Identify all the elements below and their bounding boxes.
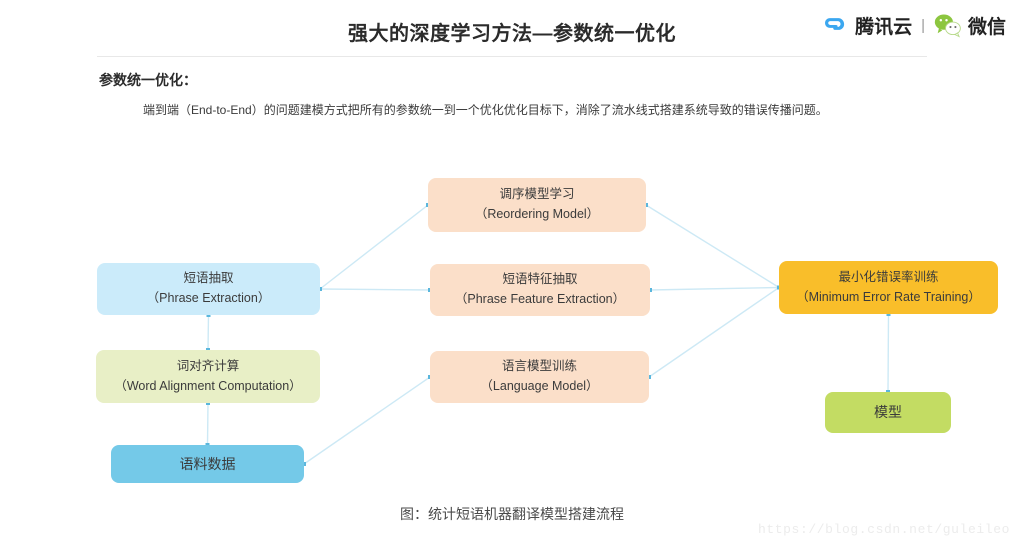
tencent-cloud-icon (823, 12, 849, 38)
flow-node-label-cn: 模型 (874, 404, 902, 420)
flow-node-label-en: （Word Alignment Computation） (114, 378, 302, 393)
figure-caption: 图：统计短语机器翻译模型搭建流程 (400, 506, 624, 522)
flow-node-label-en: （Minimum Error Rate Training） (796, 289, 981, 304)
flow-node-corpus-data[interactable]: 语料数据 (111, 445, 304, 483)
wechat-icon (934, 12, 962, 38)
connector-language-model-to-minimum-error-rate-training (648, 286, 780, 378)
flow-node-label-cn: 语料数据 (179, 455, 236, 472)
section-body-text: 端到端（End-to-End）的问题建模方式把所有的参数统一到一个优化优化目标下… (143, 103, 828, 117)
watermark: https://blog.csdn.net/guleileo (757, 522, 1010, 537)
flow-node-phrase-extraction[interactable]: 短语抽取 （Phrase Extraction） (97, 263, 320, 315)
connector-word-alignment-computation-to-phrase-extraction (207, 314, 210, 351)
brand-logos: 腾讯云 | 微信 (823, 10, 1006, 40)
flow-node-label-en: （Reordering Model） (474, 207, 600, 221)
flow-node-label-en: （Language Model） (480, 379, 599, 393)
connector-corpus-data-to-word-alignment-computation (206, 402, 209, 446)
page-header: 强大的深度学习方法—参数统一优化 腾讯云 | 微信 (0, 0, 1024, 57)
flow-node-label-cn: 短语特征抽取 (502, 272, 578, 286)
connector-phrase-extraction-to-phrase-feature-extraction (319, 288, 431, 291)
flow-node-language-model[interactable]: 语言模型训练 （Language Model） (430, 351, 649, 403)
connector-phrase-extraction-to-reordering-model (319, 204, 429, 290)
flow-node-label-cn: 词对齐计算 (176, 358, 240, 373)
tencent-cloud-label: 腾讯云 (855, 16, 913, 38)
connector-phrase-feature-extraction-to-minimum-error-rate-training (649, 286, 780, 291)
flow-node-word-alignment-computation[interactable]: 词对齐计算 （Word Alignment Computation） (96, 350, 320, 403)
flow-node-label-cn: 调序模型学习 (499, 187, 575, 201)
flow-node-minimum-error-rate-training[interactable]: 最小化错误率训练 （Minimum Error Rate Training） (779, 261, 998, 314)
flow-node-label-en: （Phrase Extraction） (146, 291, 271, 305)
flow-node-label-cn: 语言模型训练 (501, 359, 577, 373)
flow-node-label-cn: 短语抽取 (183, 271, 234, 285)
wechat-label: 微信 (967, 16, 1006, 38)
header-divider (97, 56, 927, 57)
page-title: 强大的深度学习方法—参数统一优化 (348, 23, 676, 45)
section-heading: 参数统一优化： (99, 72, 197, 88)
flow-node-model-output[interactable]: 模型 (825, 392, 951, 433)
flow-node-label-en: （Phrase Feature Extraction） (454, 292, 626, 306)
flow-node-reordering-model[interactable]: 调序模型学习 （Reordering Model） (428, 178, 646, 232)
brand-separator: | (921, 16, 925, 34)
connector-reordering-model-to-minimum-error-rate-training (645, 204, 780, 289)
connector-minimum-error-rate-training-to-model-output (887, 313, 890, 393)
connector-corpus-data-to-language-model (303, 376, 431, 465)
flow-node-label-cn: 最小化错误率训练 (838, 269, 939, 284)
flow-node-phrase-feature-extraction[interactable]: 短语特征抽取 （Phrase Feature Extraction） (430, 264, 650, 316)
